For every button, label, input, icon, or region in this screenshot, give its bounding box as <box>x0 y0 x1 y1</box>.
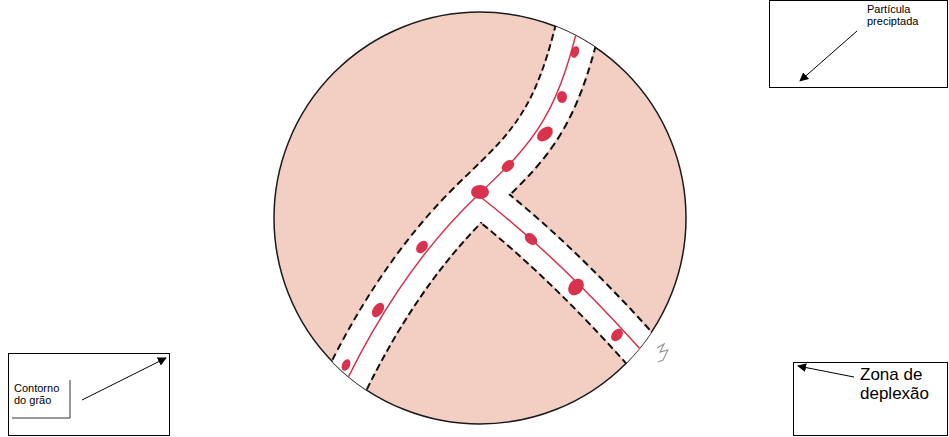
callout-box: Zona de deplexão <box>793 362 948 436</box>
precipitate <box>569 45 581 59</box>
precipitate <box>522 231 539 248</box>
precipitate <box>340 358 352 372</box>
grain-boundary <box>320 0 585 437</box>
grain-boundary <box>478 195 680 395</box>
precipitate <box>557 91 567 103</box>
precipitate <box>499 158 516 175</box>
depletion-edge <box>478 195 680 395</box>
leader-arrow <box>800 31 857 81</box>
precipitate <box>534 124 556 145</box>
callout-label: Contorno do grão <box>14 382 72 407</box>
depletion-zone <box>478 195 680 395</box>
precipitate <box>609 326 626 343</box>
callout-label: Zona de deplexão <box>860 365 940 403</box>
callout-box: Partícula preciptada <box>769 0 948 88</box>
callout-label: Partícula preciptada <box>867 3 931 28</box>
precipitate <box>369 301 386 320</box>
leader-arrow <box>798 366 854 377</box>
callout-box: Contorno do grão <box>8 353 170 436</box>
boundary-bands <box>320 0 680 437</box>
precipitate <box>471 185 489 199</box>
leader-arrow <box>82 358 166 400</box>
depletion-zone <box>320 0 585 437</box>
precipitates <box>340 45 625 372</box>
precipitate <box>565 276 587 299</box>
marker-squiggle <box>657 344 668 362</box>
depletion-edge <box>320 0 585 437</box>
precipitate <box>414 238 431 255</box>
